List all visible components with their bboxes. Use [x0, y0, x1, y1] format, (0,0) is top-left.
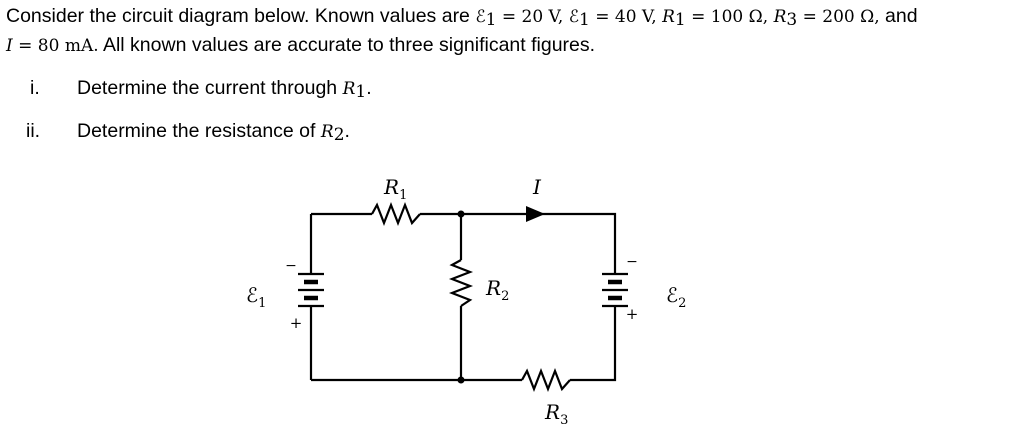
- question-2-number: ii.: [26, 120, 41, 142]
- emf1-subscript: 1: [485, 10, 497, 30]
- r3-value: = 200 Ω,: [802, 7, 880, 27]
- question-2-text: Determine the resistance of R2.: [77, 120, 350, 145]
- question-1-text: Determine the current through R1.: [77, 77, 372, 102]
- question-1-number: i.: [30, 77, 40, 99]
- emf2-minus-sign: −: [626, 254, 638, 270]
- emf1-value: = 20 V,: [501, 7, 564, 27]
- battery-emf1: [298, 272, 324, 308]
- problem-statement-line-1: Consider the circuit diagram below. Know…: [6, 5, 918, 30]
- resistor-r3: [521, 367, 571, 393]
- emf1-label: ℰ1: [246, 283, 266, 311]
- r3-symbol: R: [773, 7, 787, 27]
- question-1-subscript: 1: [355, 82, 367, 102]
- current-label: I: [532, 175, 542, 199]
- current-symbol: I: [6, 36, 13, 56]
- question-1-period: .: [366, 77, 372, 99]
- current-value: = 80 mA.: [18, 36, 99, 56]
- emf2-value: = 40 V,: [595, 7, 657, 27]
- junction-dot-bottom: [457, 376, 465, 384]
- emf1-minus-sign: −: [285, 258, 297, 274]
- r1-symbol: R: [662, 7, 675, 27]
- current-arrow: [526, 206, 545, 222]
- emf2-plus-sign: +: [626, 305, 639, 323]
- wire-top-right: [420, 212, 617, 262]
- resistor-r1: [371, 201, 421, 227]
- emf2-symbol: ℰ: [568, 7, 579, 27]
- junction-dot-top: [457, 210, 465, 218]
- question-2-subscript: 2: [333, 125, 345, 145]
- question-2-body: Determine the resistance of: [77, 120, 316, 142]
- emf2-subscript: 1: [579, 10, 590, 30]
- question-1-body: Determine the current through: [77, 77, 338, 99]
- emf2-label: ℰ2: [666, 283, 686, 311]
- emf1-symbol: ℰ: [475, 7, 486, 27]
- question-2-symbol: R: [320, 122, 334, 142]
- r1-value: = 100 Ω,: [691, 7, 769, 27]
- problem-statement-line-2: I = 80 mA. All known values are accurate…: [6, 34, 595, 57]
- r3-subscript: 3: [786, 10, 798, 30]
- r1-label: R1: [383, 175, 407, 203]
- and-text: and: [885, 5, 918, 27]
- resistor-r2: [448, 259, 474, 307]
- question-1-symbol: R: [342, 79, 356, 99]
- intro-text: Consider the circuit diagram below. Know…: [6, 5, 470, 27]
- emf1-plus-sign: +: [290, 314, 303, 332]
- question-2-period: .: [344, 120, 350, 142]
- r3-label: R3: [544, 400, 568, 428]
- wire-bottom-right: [570, 306, 617, 382]
- r2-label: R2: [485, 276, 509, 304]
- accuracy-text: All known values are accurate to three s…: [102, 34, 596, 56]
- r1-subscript: 1: [674, 10, 686, 30]
- battery-emf2: [602, 272, 628, 308]
